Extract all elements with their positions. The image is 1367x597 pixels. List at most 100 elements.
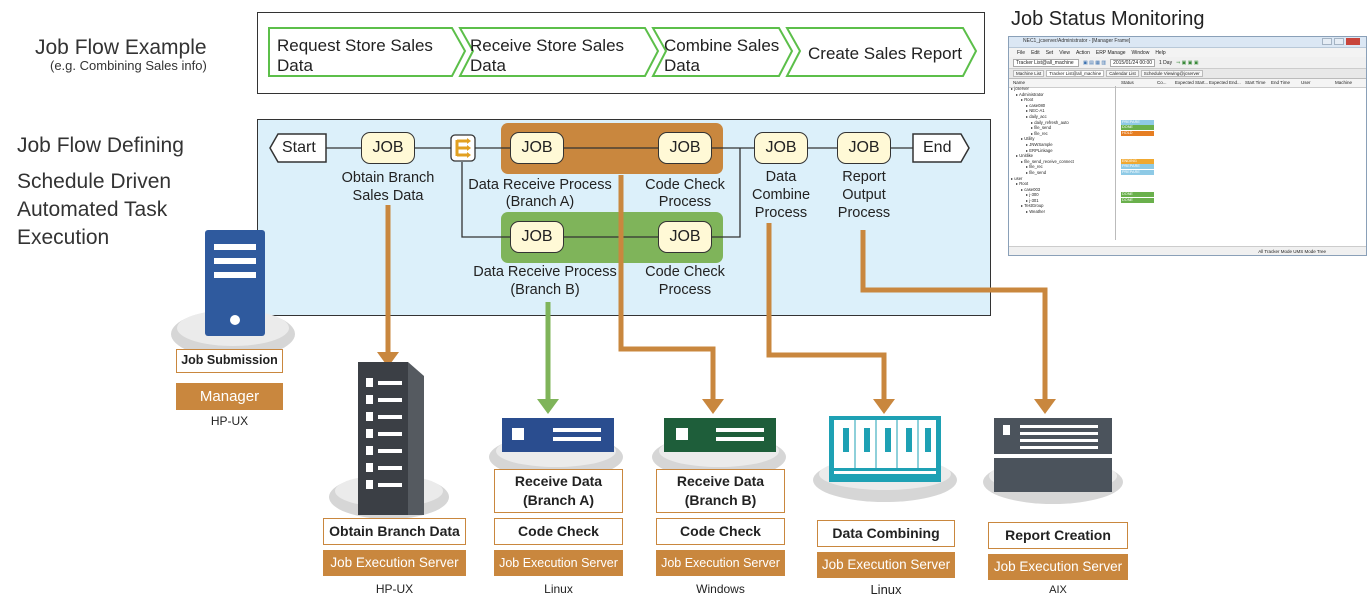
monitor-tree: ▸ jcserver▸ Administrator▸ Root▸ case080… — [1011, 86, 1111, 215]
tree-node[interactable]: ▸ case080 — [1026, 102, 1046, 108]
manager-os-label: HP-UX — [210, 414, 249, 428]
tree-node[interactable]: ▸ Administrator — [1016, 91, 1044, 97]
window-maximize-icon[interactable] — [1334, 38, 1344, 45]
col-end-time[interactable]: End Time — [1271, 80, 1291, 85]
server-recv-b-code-check: Code Check — [656, 518, 785, 545]
server-recv-b-os: Windows — [696, 582, 745, 596]
window-minimize-icon[interactable] — [1322, 38, 1332, 45]
tree-node[interactable]: ▸ daily_acc — [1026, 113, 1047, 119]
menu-set[interactable]: Set — [1045, 49, 1054, 56]
col-start-time[interactable]: Start Time — [1245, 80, 1266, 85]
example-step-2-line2: Data — [470, 56, 506, 75]
server-recv-b-role: Job Execution Server — [656, 550, 785, 576]
tree-node[interactable]: ▸ file_send — [1026, 169, 1047, 175]
tree-node[interactable]: ▸ user — [1011, 175, 1023, 181]
tree-node[interactable]: ▸ file_rec — [1026, 164, 1043, 170]
example-step-2-line1: Receive Store Sales — [470, 36, 625, 55]
caption-check-a-1: Code Check — [645, 177, 725, 193]
col-user[interactable]: User — [1301, 80, 1311, 85]
col-expected-end[interactable]: Expected End... — [1209, 80, 1241, 85]
server-obtain-role: Job Execution Server — [323, 550, 466, 576]
tree-node[interactable]: ▸ Weather — [1026, 209, 1046, 215]
tree-node[interactable]: ▸ file_rec — [1031, 130, 1048, 136]
status-badge: DONE — [1121, 125, 1154, 131]
monitor-tabs: Machine List Tracker List@all_machine Ca… — [1009, 69, 1366, 79]
tree-node[interactable]: ▸ Root — [1016, 181, 1029, 187]
server-report-os: AIX — [1049, 584, 1067, 596]
flow-lines — [326, 147, 913, 238]
server-recv-b-line2: (Branch B) — [684, 492, 757, 508]
col-co[interactable]: Co... — [1157, 80, 1167, 85]
tree-node[interactable]: ▸ Root — [1021, 97, 1034, 103]
job-flow-example-subtitle: (e.g. Combining Sales info) — [50, 58, 207, 73]
tracker-select[interactable]: Tracker List@all_machine — [1013, 58, 1079, 67]
caption-check-b-2: Process — [658, 282, 712, 298]
tree-node[interactable]: ▸ case003 — [1021, 186, 1041, 192]
tree-node[interactable]: ▸ daily_refresh_auto — [1031, 119, 1069, 125]
period-field[interactable]: 1 Day — [1159, 59, 1173, 66]
date-field[interactable]: 2015/01/24 00:00 — [1110, 58, 1156, 67]
monitor-window: NEC1_jcserver/Administrator - [Manager F… — [1008, 36, 1367, 256]
tree-node[interactable]: ▸ NEC-A1 — [1026, 108, 1045, 114]
caption-combine-3: Process — [754, 205, 808, 221]
tab-tracker-list[interactable]: Tracker List@all_machine — [1046, 70, 1105, 77]
tree-node[interactable]: ▸ JNWSample — [1026, 141, 1053, 147]
caption-combine-1: Data — [765, 169, 797, 185]
tab-calendar-list[interactable]: Calendar List — [1106, 70, 1139, 77]
status-badge: ENDING — [1121, 158, 1154, 164]
tree-node[interactable]: ▸ file_send — [1031, 125, 1052, 131]
menu-edit[interactable]: Edit — [1031, 49, 1040, 56]
tree-node[interactable]: ▸ Unitlike — [1016, 153, 1033, 159]
job-recv-b[interactable]: JOB — [510, 221, 564, 253]
monitor-divider[interactable] — [1115, 86, 1116, 240]
rack-server-icon — [358, 362, 424, 515]
job-flow-example-title: Job Flow Example — [35, 36, 207, 59]
monitor-menubar: File Edit Set View Action ERP Manage Win… — [1009, 48, 1366, 57]
caption-recv-b-1: Data Receive Process — [473, 264, 617, 280]
col-expected-start[interactable]: Expected Start... — [1175, 80, 1209, 85]
menu-erp-manage[interactable]: ERP Manage — [1095, 49, 1126, 56]
server-combine-task: Data Combining — [817, 520, 955, 547]
menu-help[interactable]: Help — [1155, 49, 1166, 56]
status-badge: HOLD — [1121, 130, 1154, 136]
job-obtain[interactable]: JOB — [361, 132, 415, 164]
col-name[interactable]: Name — [1013, 80, 1026, 85]
tab-schedule-viewing[interactable]: Schedule Viewing@jcserver — [1140, 70, 1203, 77]
job-report[interactable]: JOB — [837, 132, 891, 164]
tree-node[interactable]: ▸ jcserver — [1011, 86, 1029, 91]
example-step-4-line1: Create Sales Report — [808, 44, 963, 63]
job-flow-example-box — [257, 12, 985, 94]
menu-file[interactable]: File — [1017, 49, 1026, 56]
server-recv-b-task-box — [656, 469, 785, 513]
server-obtain-task: Obtain Branch Data — [323, 518, 466, 545]
tab-machine-list[interactable]: Machine List — [1013, 70, 1045, 77]
menu-view[interactable]: View — [1059, 49, 1070, 56]
schedule-label-line3: Execution — [17, 226, 110, 249]
menu-action[interactable]: Action — [1075, 49, 1090, 56]
col-status[interactable]: Status — [1121, 80, 1134, 85]
tree-node[interactable]: ▸ j-301 — [1026, 197, 1039, 203]
col-machine[interactable]: Machine — [1335, 80, 1353, 85]
linux-server-icon — [502, 418, 614, 452]
job-recv-a[interactable]: JOB — [510, 132, 564, 164]
window-close-icon[interactable] — [1346, 38, 1360, 45]
server-report-role: Job Execution Server — [988, 554, 1128, 580]
tree-node[interactable]: ▸ j-300 — [1026, 192, 1039, 198]
tree-node[interactable]: ▸ Utility — [1021, 136, 1035, 142]
job-check-a[interactable]: JOB — [658, 132, 712, 164]
monitor-titlebar: NEC1_jcserver/Administrator - [Manager F… — [1009, 37, 1366, 48]
start-label: Start — [282, 139, 316, 156]
manager-job-submission-label: Job Submission — [176, 349, 283, 373]
menu-window[interactable]: Window — [1131, 49, 1150, 56]
job-combine[interactable]: JOB — [754, 132, 808, 164]
tree-node[interactable]: ▸ TestGroup — [1021, 203, 1044, 209]
caption-obtain-2: Sales Data — [352, 188, 424, 204]
caption-check-b-1: Code Check — [645, 264, 725, 280]
job-check-b[interactable]: JOB — [658, 221, 712, 253]
example-step-1-line2: Data — [277, 56, 313, 75]
tree-node[interactable]: ▸ ERPLinkage — [1026, 147, 1053, 153]
tree-node[interactable]: ▸ file_send_receive_connect — [1021, 158, 1074, 164]
monitor-statusbar: All Tracker Mode UMS Mode Tree — [1009, 246, 1366, 255]
server-report-task: Report Creation — [988, 522, 1128, 549]
